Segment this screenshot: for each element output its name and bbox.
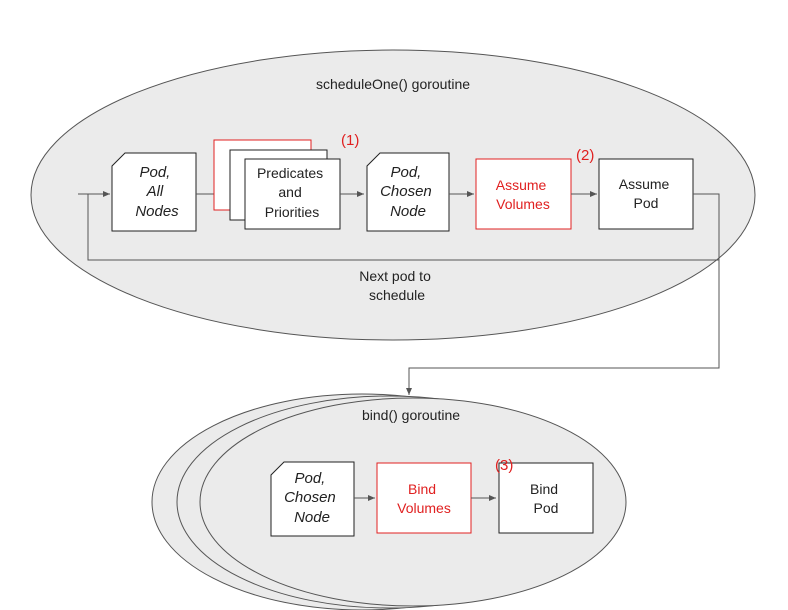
assume-volumes-box (475, 158, 572, 230)
arrow-to-bind-goroutine (406, 260, 720, 395)
schedule-one-title: scheduleOne() goroutine (316, 76, 470, 92)
pod-all-nodes-label: Pod, All Nodes (135, 164, 179, 220)
bind-pod-label: Bind Pod (530, 481, 562, 516)
pod-all-nodes-box (111, 152, 197, 232)
bind-volumes-label: Bind Volumes (397, 481, 451, 516)
bind-pod-chosen-node-box (270, 461, 355, 537)
bind-volumes-box (376, 462, 472, 534)
assume-volumes-label: Assume Volumes (496, 177, 550, 212)
bind-pod-box (498, 462, 594, 534)
annotation-3: (3) (495, 457, 513, 474)
pod-chosen-node-label: Pod, Chosen Node (380, 164, 436, 220)
assume-pod-label: Assume Pod (619, 176, 673, 211)
next-pod-label: Next pod to schedule (359, 268, 435, 303)
bind-pod-chosen-node-label: Pod, Chosen Node (284, 470, 340, 526)
annotation-2: (2) (576, 147, 594, 164)
pod-chosen-node-box (366, 152, 450, 232)
bind-goroutine-title: bind() goroutine (362, 407, 460, 423)
assume-pod-box (598, 158, 694, 230)
predicates-label: Predicates and Priorities (257, 165, 327, 220)
annotation-1: (1) (341, 132, 359, 149)
predicates-box (244, 158, 341, 230)
